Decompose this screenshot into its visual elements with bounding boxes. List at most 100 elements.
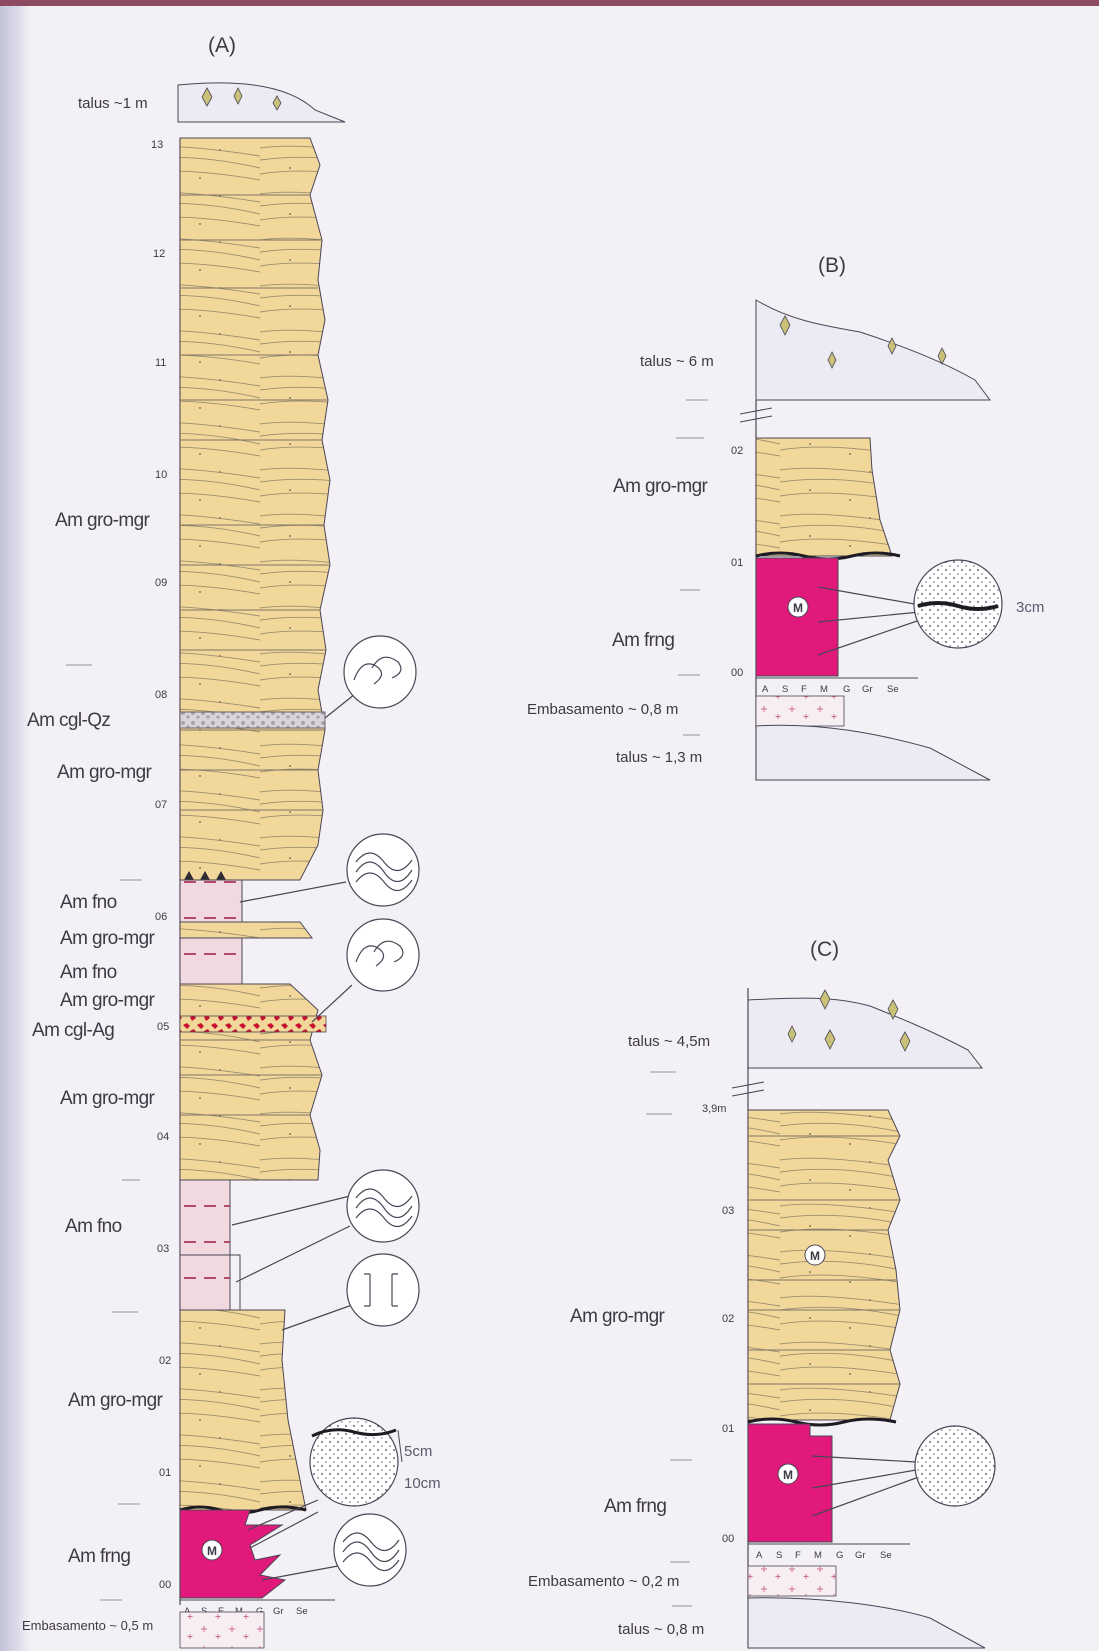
unit-label: Am gro-mgr: [570, 1306, 666, 1327]
depth-tick: 10: [155, 469, 167, 481]
depth-tick: 01: [159, 1467, 171, 1479]
talus-top-c: [748, 998, 982, 1068]
grain-label: A: [762, 684, 769, 695]
depth-tick: 00: [731, 667, 743, 679]
massive-frng-a: [180, 1510, 285, 1598]
depth-ticks-b: 02 01 00: [731, 445, 743, 679]
unit-label: Am cgl-Ag: [32, 1020, 114, 1041]
massive-symbol-a: M: [207, 1544, 217, 1558]
depth-tick: 11: [155, 357, 166, 369]
unit-label: Am fno: [60, 892, 117, 913]
talus-bottom-label-c: talus ~ 0,8 m: [618, 1621, 704, 1638]
basement-a: [180, 1612, 264, 1648]
grain-label: Se: [296, 1606, 308, 1617]
grain-label: G: [836, 1550, 843, 1561]
grain-label: Se: [880, 1550, 892, 1561]
mud-clast-icon: [344, 636, 416, 708]
basement-c: [748, 1566, 836, 1596]
grain-label: S: [782, 684, 788, 695]
unit-label: Am frng: [612, 630, 674, 651]
depth-tick: 04: [157, 1131, 169, 1143]
panel-label-b: (B): [818, 254, 846, 277]
grain-label: Gr: [862, 684, 873, 695]
fines-layer-05: [180, 938, 242, 984]
faint-dashes-c: [646, 1072, 692, 1606]
panel-label-c: (C): [810, 938, 839, 961]
depth-tick: 02: [159, 1355, 171, 1367]
callouts-c: [812, 1426, 995, 1516]
massive-symbol-b: M: [793, 601, 803, 615]
basement-label-b: Embasamento ~ 0,8 m: [527, 701, 678, 718]
grain-label: Gr: [273, 1606, 284, 1617]
conglomerate-qz-layer: [180, 712, 325, 728]
talus-bottom-b: [756, 725, 990, 780]
grain-label: Gr: [855, 1550, 866, 1561]
fines-layer-06: [180, 880, 242, 922]
depth-tick: 07: [155, 799, 167, 811]
depth-tick: 03: [157, 1243, 169, 1255]
grain-label: M: [814, 1550, 822, 1561]
talus-top-b: [756, 300, 990, 400]
grain-label: A: [756, 1550, 763, 1561]
depth-tick: 01: [722, 1423, 734, 1435]
burrow-icon: [347, 1254, 419, 1326]
unit-label: Am frng: [604, 1496, 666, 1517]
depth-tick: 08: [155, 689, 167, 701]
depth-tick: 13: [151, 139, 163, 151]
massive-symbol-c2: M: [783, 1468, 793, 1482]
unit-label: Am gro-mgr: [68, 1390, 164, 1411]
conglomerate-ag-layer: [180, 1016, 326, 1032]
depth-tick: 06: [155, 911, 167, 923]
talus-label-a: talus ~1 m: [78, 95, 148, 112]
depth-tick: 02: [731, 445, 743, 457]
sandstone-lower-a: [180, 1310, 306, 1510]
grain-label: Se: [887, 684, 899, 695]
unit-label: Am gro-mgr: [55, 510, 151, 531]
depth-ticks-a: 13 12 11 10 09 08 07 06 05 04 03 02 01 0…: [151, 139, 171, 1591]
unit-label: Am cgl-Qz: [27, 710, 110, 731]
basement-b: [756, 696, 844, 726]
talus-top-label-c: talus ~ 4,5m: [628, 1033, 710, 1050]
talus-top-label-b: talus ~ 6 m: [640, 353, 714, 370]
talus-top-a: [178, 83, 345, 122]
unit-label: Am fno: [60, 962, 117, 983]
unit-labels-a: Am gro-mgr Am cgl-Qz Am gro-mgr Am fno A…: [27, 510, 164, 1567]
sandstone-c: [748, 1110, 900, 1420]
grain-scale-b: A S F M G Gr Se: [762, 684, 899, 695]
unit-label: Am frng: [68, 1546, 130, 1567]
depth-tick: 03: [722, 1205, 734, 1217]
talus-bottom-c: [748, 1598, 985, 1648]
unit-label: Am gro-mgr: [60, 990, 156, 1011]
section-b: (B) talus ~ 6 m M A S F: [527, 254, 1044, 780]
unit-label: Am gro-mgr: [57, 762, 153, 783]
unit-label: Am gro-mgr: [613, 476, 709, 497]
depth-tick: 00: [159, 1579, 171, 1591]
grain-label: G: [843, 684, 850, 695]
faint-dashes-a: [66, 665, 142, 1600]
depth-tick: 3,9m: [702, 1103, 726, 1115]
unit-label: Am gro-mgr: [60, 1088, 156, 1109]
faint-dashes-b: [676, 400, 708, 735]
depth-tick: 00: [722, 1533, 734, 1545]
unit-label: Am fno: [65, 1216, 122, 1237]
depth-tick: 09: [155, 577, 167, 589]
grain-label: F: [801, 684, 807, 695]
sandstone-b: [756, 438, 892, 556]
grain-label: S: [776, 1550, 782, 1561]
depth-tick: 02: [722, 1313, 734, 1325]
callouts-b: [818, 560, 1002, 655]
depth-tick: 05: [157, 1021, 169, 1033]
sandstone-middle-a: [180, 984, 322, 1180]
annotation-5cm: 5cm: [404, 1443, 432, 1460]
basement-label-c: Embasamento ~ 0,2 m: [528, 1573, 679, 1590]
section-c: (C) talus ~ 4,5m M: [528, 938, 995, 1648]
grain-label: M: [820, 684, 828, 695]
unit-label: Am gro-mgr: [60, 928, 156, 949]
depth-ticks-c: 3,9m 03 02 01 00: [702, 1103, 734, 1545]
panel-label-a: (A): [208, 34, 236, 57]
basement-label-a: Embasamento ~ 0,5 m: [22, 1618, 153, 1633]
grain-label: F: [795, 1550, 801, 1561]
sandstone-upper-a: [180, 138, 330, 880]
